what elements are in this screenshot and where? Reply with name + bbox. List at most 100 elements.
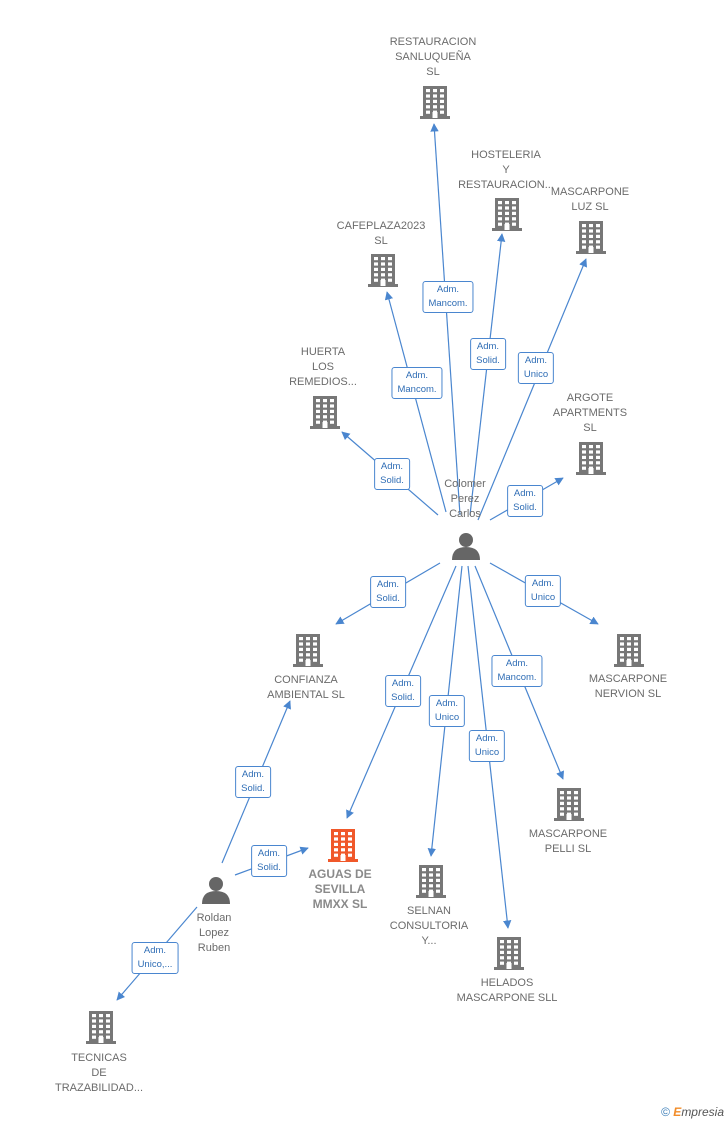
edge-label-mascarpone-nervion[interactable]: Adm.Unico: [524, 575, 562, 607]
edge-label-huerta[interactable]: Adm.Solid.: [374, 458, 410, 490]
node-label-line: Y: [502, 164, 510, 176]
node-label-argote[interactable]: ARGOTE APARTMENTS SL: [553, 391, 627, 436]
node-label-line: Y...: [421, 935, 437, 947]
node-label-line: DE: [91, 1067, 107, 1079]
node-label-line: MASCARPONE SLL: [456, 992, 558, 1004]
brand-logo: © Empresia: [661, 1105, 724, 1119]
edge-label-line: Adm.: [475, 733, 499, 744]
edge-colomer-to-mascarpone-luz: [477, 258, 587, 521]
node-label-line: Roldan: [196, 912, 232, 924]
building-icon-mascarpone-nervion[interactable]: [614, 634, 644, 667]
edge-label-line: Adm.: [505, 658, 529, 669]
building-icon-hosteleria[interactable]: [492, 198, 522, 231]
building-icon-tecnicas[interactable]: [86, 1011, 116, 1044]
building-icon-aguas[interactable]: [328, 829, 358, 862]
person-icon-roldan[interactable]: [202, 877, 230, 904]
node-label-helados[interactable]: HELADOS MASCARPONE SLL: [457, 976, 558, 1006]
edge-label-line: Adm.: [376, 579, 400, 590]
brand-name: mpresia: [681, 1105, 724, 1119]
node-label-selnan[interactable]: SELNAN CONSULTORIA Y...: [390, 904, 468, 949]
edge-label-line: Adm.: [435, 698, 459, 709]
brand-initial: E: [673, 1105, 682, 1119]
edge-label-aguas[interactable]: Adm.Solid.: [251, 845, 287, 877]
building-icon-huerta[interactable]: [310, 396, 340, 429]
edge-label-line: Solid.: [257, 862, 281, 873]
edge-label-hosteleria[interactable]: Adm. Solid.: [470, 338, 506, 370]
node-label-line: CONFIANZA: [274, 674, 338, 686]
node-label-line: SEVILLA: [314, 882, 366, 896]
node-label-line: MASCARPONE: [528, 828, 608, 840]
edge-label-helados[interactable]: Adm.Unico: [468, 730, 506, 762]
building-icon-restauracion[interactable]: [420, 86, 450, 119]
node-label-line: TRAZABILIDAD...: [54, 1082, 144, 1094]
edge-colomer-to-restauracion: [430, 123, 461, 516]
node-label-line: PELLI SL: [544, 843, 592, 855]
copyright-icon: ©: [661, 1105, 670, 1119]
node-label-line: RESTAURACION: [389, 36, 477, 48]
edge-label-line: Unico,...: [137, 959, 173, 970]
node-label-line: AMBIENTAL SL: [267, 689, 345, 701]
edge-label-line: Unico: [434, 712, 460, 723]
edge-label-line: Adm.: [436, 284, 460, 295]
node-label-line: SL: [426, 66, 440, 78]
node-label-line: SL: [583, 422, 597, 434]
edge-label-line: Solid.: [241, 783, 265, 794]
edge-label-line: Adm.: [241, 769, 265, 780]
edge-label-confianza[interactable]: Adm. Solid.: [235, 766, 271, 798]
node-label-line: SELNAN: [406, 905, 452, 917]
node-label-mascarpone-pelli[interactable]: MASCARPONE PELLI SL: [529, 827, 607, 857]
edge-label-line: Adm.: [391, 678, 415, 689]
node-label-line: Carlos: [449, 508, 481, 520]
edge-label-cafeplaza[interactable]: Adm.Mancom.: [391, 367, 443, 399]
node-label-mascarpone-nervion[interactable]: MASCARPONE NERVION SL: [589, 672, 667, 702]
building-icon-argote[interactable]: [576, 442, 606, 475]
node-label-tecnicas[interactable]: TECNICAS DE TRAZABILIDAD...: [55, 1051, 143, 1096]
edge-label-line: Unico: [523, 369, 549, 380]
edge-label-mascarpone-luz[interactable]: Adm. Unico: [517, 352, 555, 384]
node-label-line: TECNICAS: [71, 1052, 127, 1064]
edge-label-argote[interactable]: Adm.Solid.: [507, 485, 543, 517]
node-label-line: Lopez: [199, 927, 229, 939]
edge-label-tecnicas[interactable]: Adm.Unico,...: [131, 942, 179, 974]
node-label-line: LOS: [311, 361, 334, 373]
node-label-line: ARGOTE: [566, 392, 614, 404]
node-label-confianza[interactable]: CONFIANZA AMBIENTAL SL: [267, 673, 345, 703]
edge-colomer-to-cafeplaza: [384, 291, 447, 513]
edge-label-aguas[interactable]: Adm. Solid.: [385, 675, 421, 707]
node-label-line: NERVION SL: [594, 688, 662, 700]
building-icon-selnan[interactable]: [416, 865, 446, 898]
edge-label-line: Solid.: [380, 475, 404, 486]
node-label-line: HOSTELERIA: [471, 149, 541, 161]
building-icon-confianza[interactable]: [293, 634, 323, 667]
building-icon-mascarpone-pelli[interactable]: [554, 788, 584, 821]
node-label-line: Colomer: [444, 478, 486, 490]
node-label-line: CONSULTORIA: [389, 920, 469, 932]
edge-label-line: Solid.: [476, 355, 500, 366]
building-icon-cafeplaza[interactable]: [368, 254, 398, 287]
node-label-line: MASCARPONE: [588, 673, 668, 685]
edge-label-restauracion[interactable]: Adm.Mancom.: [422, 281, 474, 313]
edge-label-confianza[interactable]: Adm.Solid.: [370, 576, 406, 608]
building-icon-mascarpone-luz[interactable]: [576, 221, 606, 254]
node-label-line: MMXX SL: [312, 897, 368, 911]
edge-label-line: Adm.: [405, 370, 429, 381]
edge-label-line: Adm.: [476, 341, 500, 352]
edge-label-line: Solid.: [391, 692, 415, 703]
edge-label-selnan[interactable]: Adm. Unico: [428, 695, 466, 727]
node-label-line: HELADOS: [480, 977, 534, 989]
node-label-line: SL: [374, 235, 388, 247]
person-icon-colomer[interactable]: [452, 533, 480, 560]
node-label-line: APARTMENTS: [552, 407, 628, 419]
edge-label-line: Adm.: [524, 355, 548, 366]
building-icon-helados[interactable]: [494, 937, 524, 970]
edge-label-mascarpone-pelli[interactable]: Adm.Mancom.: [491, 655, 543, 687]
